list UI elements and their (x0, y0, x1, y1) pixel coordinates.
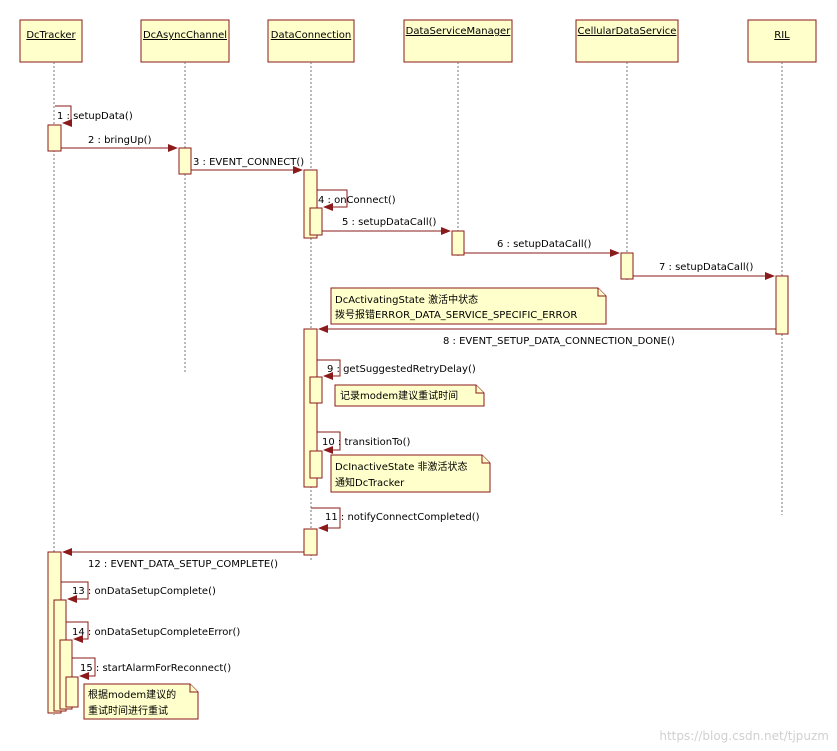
lifeline-name: RIL (774, 30, 790, 41)
activation-bar (65, 676, 79, 708)
message-label-13: 13 : onDataSetupComplete() (72, 586, 216, 597)
note-activating-state: DcActivatingState 激活中状态 拨号报错ERROR_DATA_S… (330, 287, 607, 325)
message-label-3: 3 : EVENT_CONNECT() (193, 157, 304, 168)
activation-bar (47, 124, 62, 152)
note-line: 重试时间进行重试 (88, 704, 168, 717)
message-arrow-1 (55, 105, 72, 127)
activation-bar (620, 252, 634, 280)
message-label-8: 8 : EVENT_SETUP_DATA_CONNECTION_DONE() (443, 336, 675, 347)
activation-bar (775, 275, 789, 335)
lifeline-header-dctracker: DcTracker (19, 19, 83, 63)
message-arrow-15 (72, 657, 96, 680)
note-record-retry-time: 记录modem建议重试时间 (334, 384, 485, 407)
lifeline-name: DcTracker (26, 30, 76, 41)
message-label-10: 10 : transitionTo() (322, 437, 411, 448)
message-label-9: 9 : getSuggestedRetryDelay() (327, 364, 476, 375)
message-arrow-13 (61, 581, 89, 603)
note-line: DcInactiveState 非激活状态 (335, 460, 468, 473)
watermark: https://blog.csdn.net/tjpuzm (659, 729, 829, 743)
note-line: 根据modem建议的 (88, 688, 176, 701)
note-line: 记录modem建议重试时间 (340, 389, 458, 402)
message-label-14: 14 : onDataSetupCompleteError() (72, 627, 240, 638)
note-inactive-state: DcInactiveState 非激活状态 通知DcTracker (330, 454, 491, 493)
activation-bar (303, 528, 318, 556)
message-label-11: 11 : notifyConnectCompleted() (325, 512, 480, 523)
message-label-4: 4 : onConnect() (318, 195, 396, 206)
message-label-5: 5 : setupDataCall() (342, 217, 437, 228)
note-line: 拨号报错ERROR_DATA_SERVICE_SPECIFIC_ERROR (335, 308, 577, 321)
lifeline-name: DcAsyncChannel (143, 30, 227, 41)
message-label-12: 12 : EVENT_DATA_SETUP_COMPLETE() (88, 559, 278, 570)
lifeline-name: DataServiceManager (406, 26, 512, 37)
lifeline-header-dataconnection: DataConnection (267, 19, 355, 63)
message-label-6: 6 : setupDataCall() (497, 239, 592, 250)
lifeline-header-dcasyncchannel: DcAsyncChannel (140, 19, 230, 63)
activation-bar (309, 207, 323, 236)
activation-bar (309, 450, 323, 479)
message-label-7: 7 : setupDataCall() (659, 262, 754, 273)
message-label-2: 2 : bringUp() (88, 135, 152, 146)
lifeline-name: CellularDataService (578, 26, 677, 37)
note-line: DcActivatingState 激活中状态 (335, 293, 478, 306)
lifeline-header-cellulardataservice: CellularDataService (575, 19, 679, 63)
activation-bar (451, 230, 465, 256)
message-arrow-4 (317, 189, 348, 211)
lifeline-name: DataConnection (271, 30, 351, 41)
message-label-1: 1 : setupData() (57, 111, 133, 122)
message-label-15: 15 : startAlarmForReconnect() (80, 663, 231, 674)
note-retry-by-modem: 根据modem建议的 重试时间进行重试 (83, 683, 199, 720)
activation-bar (309, 376, 323, 404)
activation-bar (178, 147, 192, 175)
lifeline-header-ril: RIL (747, 19, 817, 63)
message-arrow-9 (317, 359, 341, 380)
message-arrow-10 (317, 431, 341, 454)
message-arrow-14 (66, 621, 89, 643)
lifeline-header-dataservicemanager: DataServiceManager (403, 19, 513, 63)
message-arrow-11 (311, 507, 341, 532)
note-line: 通知DcTracker (335, 476, 405, 489)
activation-bar (303, 328, 318, 488)
